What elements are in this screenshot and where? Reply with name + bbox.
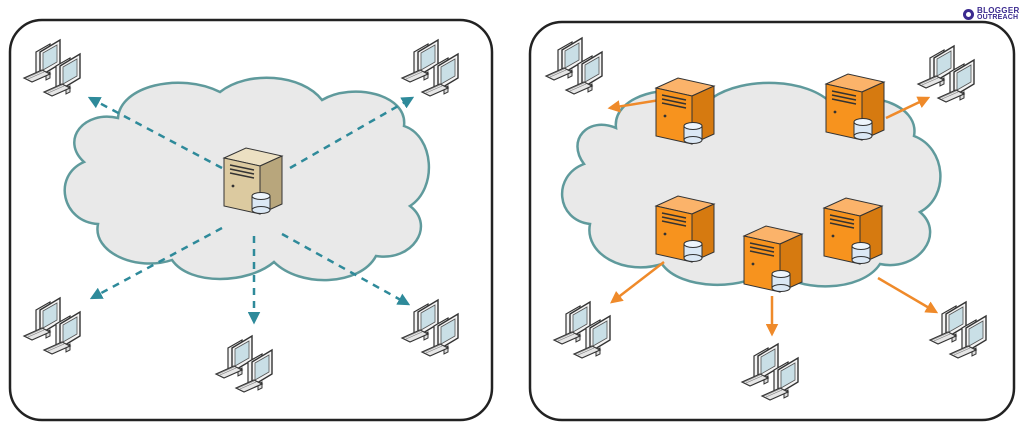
brand-logo-icon <box>963 8 974 20</box>
solid-link-arrows <box>607 96 939 337</box>
server-icon <box>656 196 714 262</box>
link-arrow <box>89 226 223 300</box>
brand-line2: OUTREACH <box>977 14 1019 21</box>
server-icon <box>744 226 802 292</box>
server-icon <box>826 74 884 140</box>
server-icon <box>656 78 714 144</box>
brand-line1: BLOGGER <box>977 6 1020 15</box>
link-arrow <box>289 96 415 170</box>
link-arrow <box>607 98 661 113</box>
brand-logo: BLOGGER OUTREACH <box>963 7 1020 21</box>
link-arrow <box>281 232 411 306</box>
link-arrow <box>877 276 939 314</box>
dashed-link-arrows <box>87 96 415 325</box>
centralized-network-diagram <box>8 18 494 422</box>
link-arrow <box>885 96 931 120</box>
central-server-icon <box>224 148 282 214</box>
distributed-network-diagram <box>528 20 1016 422</box>
link-arrow <box>610 261 665 304</box>
server-icon <box>824 198 882 264</box>
